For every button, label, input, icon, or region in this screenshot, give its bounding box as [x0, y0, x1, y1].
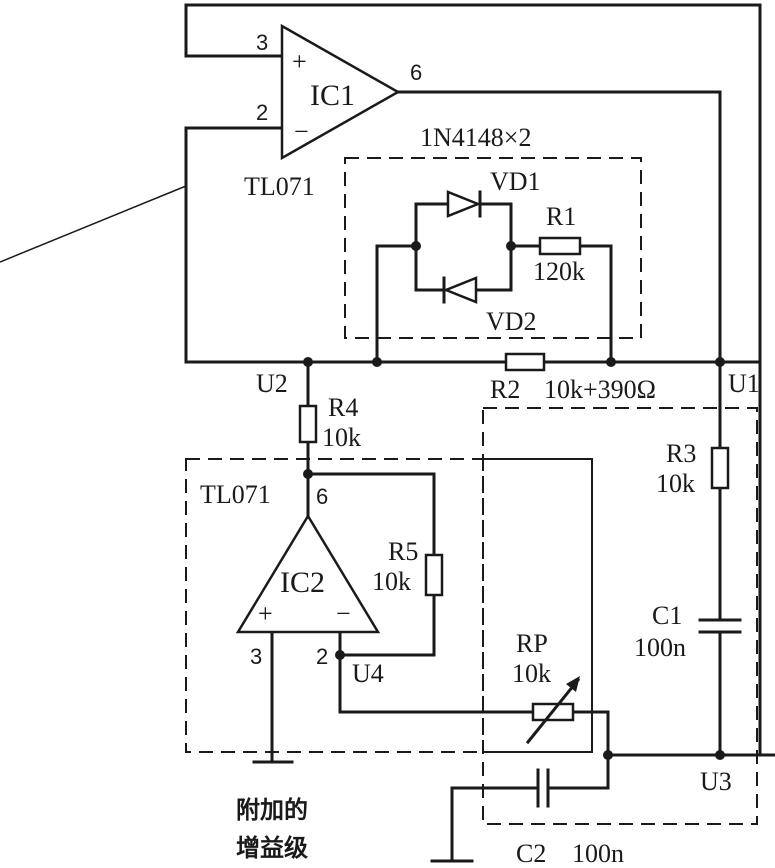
r3-name: R3	[666, 439, 696, 468]
vd2-label: VD2	[486, 307, 537, 336]
ic1-type: TL071	[244, 172, 315, 201]
rp-potentiometer: RP 10k	[512, 629, 581, 745]
r2-name: R2	[490, 375, 520, 404]
node-dot	[372, 357, 382, 367]
ic2-pin6: 6	[316, 484, 328, 509]
ic2-pin2: 2	[316, 644, 328, 669]
diode-box-label: 1N4148×2	[420, 123, 531, 152]
r1-resistor: R1 120k	[533, 202, 585, 286]
node-u4-label: U4	[352, 659, 384, 688]
vd2-diode: VD2	[442, 276, 537, 336]
r1-name: R1	[546, 202, 576, 231]
node-dot	[303, 469, 313, 479]
node-u2-dot	[303, 357, 313, 367]
node-u2-label: U2	[256, 369, 288, 398]
rp-name: RP	[516, 629, 548, 658]
node-dot	[606, 357, 616, 367]
ic1-pin2: 2	[256, 100, 268, 125]
node-dot	[603, 750, 613, 760]
node-dot	[411, 241, 421, 251]
vd1-label: VD1	[490, 167, 541, 196]
vd1-diode: VD1	[446, 167, 541, 218]
r1-value: 120k	[533, 257, 585, 286]
r5-value: 10k	[372, 567, 411, 596]
node-u3-label: U3	[700, 767, 732, 796]
diode-network-box	[344, 157, 642, 339]
node-u4-dot	[335, 650, 345, 660]
c2-capacitor: C2 100n	[516, 768, 624, 868]
r4-resistor: R4 10k	[298, 393, 361, 452]
r5-name: R5	[388, 537, 418, 566]
ic2-minus-sign: −	[336, 599, 351, 628]
wiring	[0, 3, 775, 863]
extra-stage-line1: 附加的	[236, 796, 308, 824]
node-u1-dot	[715, 357, 725, 367]
rp-value: 10k	[512, 659, 551, 688]
ic2-name: IC2	[280, 566, 325, 599]
r2-resistor: R2 10k+390Ω	[490, 352, 656, 404]
node-dot	[506, 241, 516, 251]
c1-value: 100n	[634, 633, 686, 662]
ic2-pin3: 3	[250, 644, 262, 669]
ic2-plus-sign: +	[258, 599, 273, 628]
r3-resistor: R3 10k	[656, 439, 730, 498]
c1-name: C1	[652, 601, 682, 630]
r2-value: 10k+390Ω	[544, 375, 656, 404]
c2-name: C2	[516, 839, 546, 868]
r4-name: R4	[328, 393, 358, 422]
ic2-opamp: IC2 + − 6 3 2 TL071	[200, 480, 381, 669]
extra-stage-line2: 增益级	[236, 834, 308, 862]
ic1-opamp: IC1 + − 3 2 6 TL071	[244, 23, 422, 201]
r3-value: 10k	[656, 469, 695, 498]
ic1-pin6: 6	[410, 60, 422, 85]
r5-resistor: R5 10k	[372, 537, 444, 597]
ic2-type: TL071	[200, 480, 271, 509]
rp-inner-box	[482, 458, 593, 753]
ic1-minus-sign: −	[294, 117, 309, 146]
ic1-plus-sign: +	[292, 47, 307, 76]
c1-capacitor: C1 100n	[634, 601, 742, 662]
r4-value: 10k	[322, 423, 361, 452]
ic1-pin3: 3	[256, 30, 268, 55]
node-u3-dot	[715, 750, 725, 760]
ic1-name: IC1	[310, 79, 355, 112]
c2-value: 100n	[572, 839, 624, 868]
node-u1-label: U1	[728, 369, 760, 398]
